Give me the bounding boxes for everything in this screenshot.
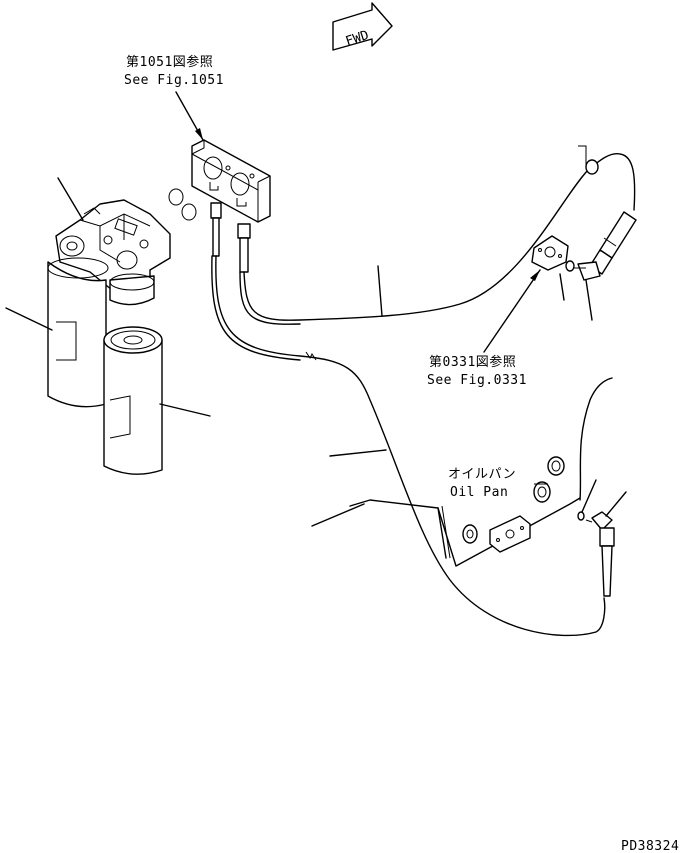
callout-oil-pan: オイルパン Oil Pan (448, 467, 516, 500)
hose-clamp (578, 145, 599, 175)
fwd-arrow: FWD (332, 2, 393, 51)
leader-hose-lower (329, 449, 387, 457)
leader-fitting-right (585, 279, 593, 321)
oil-pan-label-en: Oil Pan (450, 485, 508, 500)
oil-pan (311, 377, 613, 567)
oil-pan-boss (462, 524, 478, 544)
o-rings (168, 188, 197, 221)
hose-fittings-upper (210, 202, 251, 273)
leader-filter-left (5, 307, 53, 331)
oil-pan-label-jp: オイルパン (448, 467, 516, 482)
leader-filter-right (159, 403, 211, 417)
oil-pan-plug (547, 456, 565, 476)
callout-fig1051-en: See Fig.1051 (124, 73, 224, 88)
callout-fig1051-jp: 第1051図参照 (126, 54, 213, 70)
filter-head (55, 199, 171, 291)
drawing-number: PD38324 (621, 839, 679, 853)
fwd-label: FWD (344, 28, 371, 50)
leader-filter-head (57, 177, 84, 221)
hose-lower (211, 255, 606, 637)
oil-pan-bracket (489, 515, 531, 553)
fitting-right-lower (577, 511, 615, 597)
filter-cartridge-left (47, 257, 155, 408)
adapter-block (191, 139, 271, 223)
flange-plate (531, 235, 575, 272)
leader-hose-upper (377, 265, 383, 317)
callout-fig0331-jp: 第0331図参照 (429, 354, 516, 370)
oil-pan-fitting (533, 481, 551, 503)
filter-cartridge-right (103, 326, 163, 475)
leader-flange (559, 273, 565, 301)
fitting-right-upper (572, 211, 637, 281)
hose-upper (239, 153, 636, 325)
leader-fitting-lower-a (581, 479, 597, 513)
callout-fig1051: 第1051図参照 See Fig.1051 (124, 54, 224, 141)
leader-fitting-lower-b (605, 491, 627, 517)
callout-fig0331-en: See Fig.0331 (427, 373, 527, 388)
callout-fig0331: 第0331図参照 See Fig.0331 (427, 269, 541, 388)
